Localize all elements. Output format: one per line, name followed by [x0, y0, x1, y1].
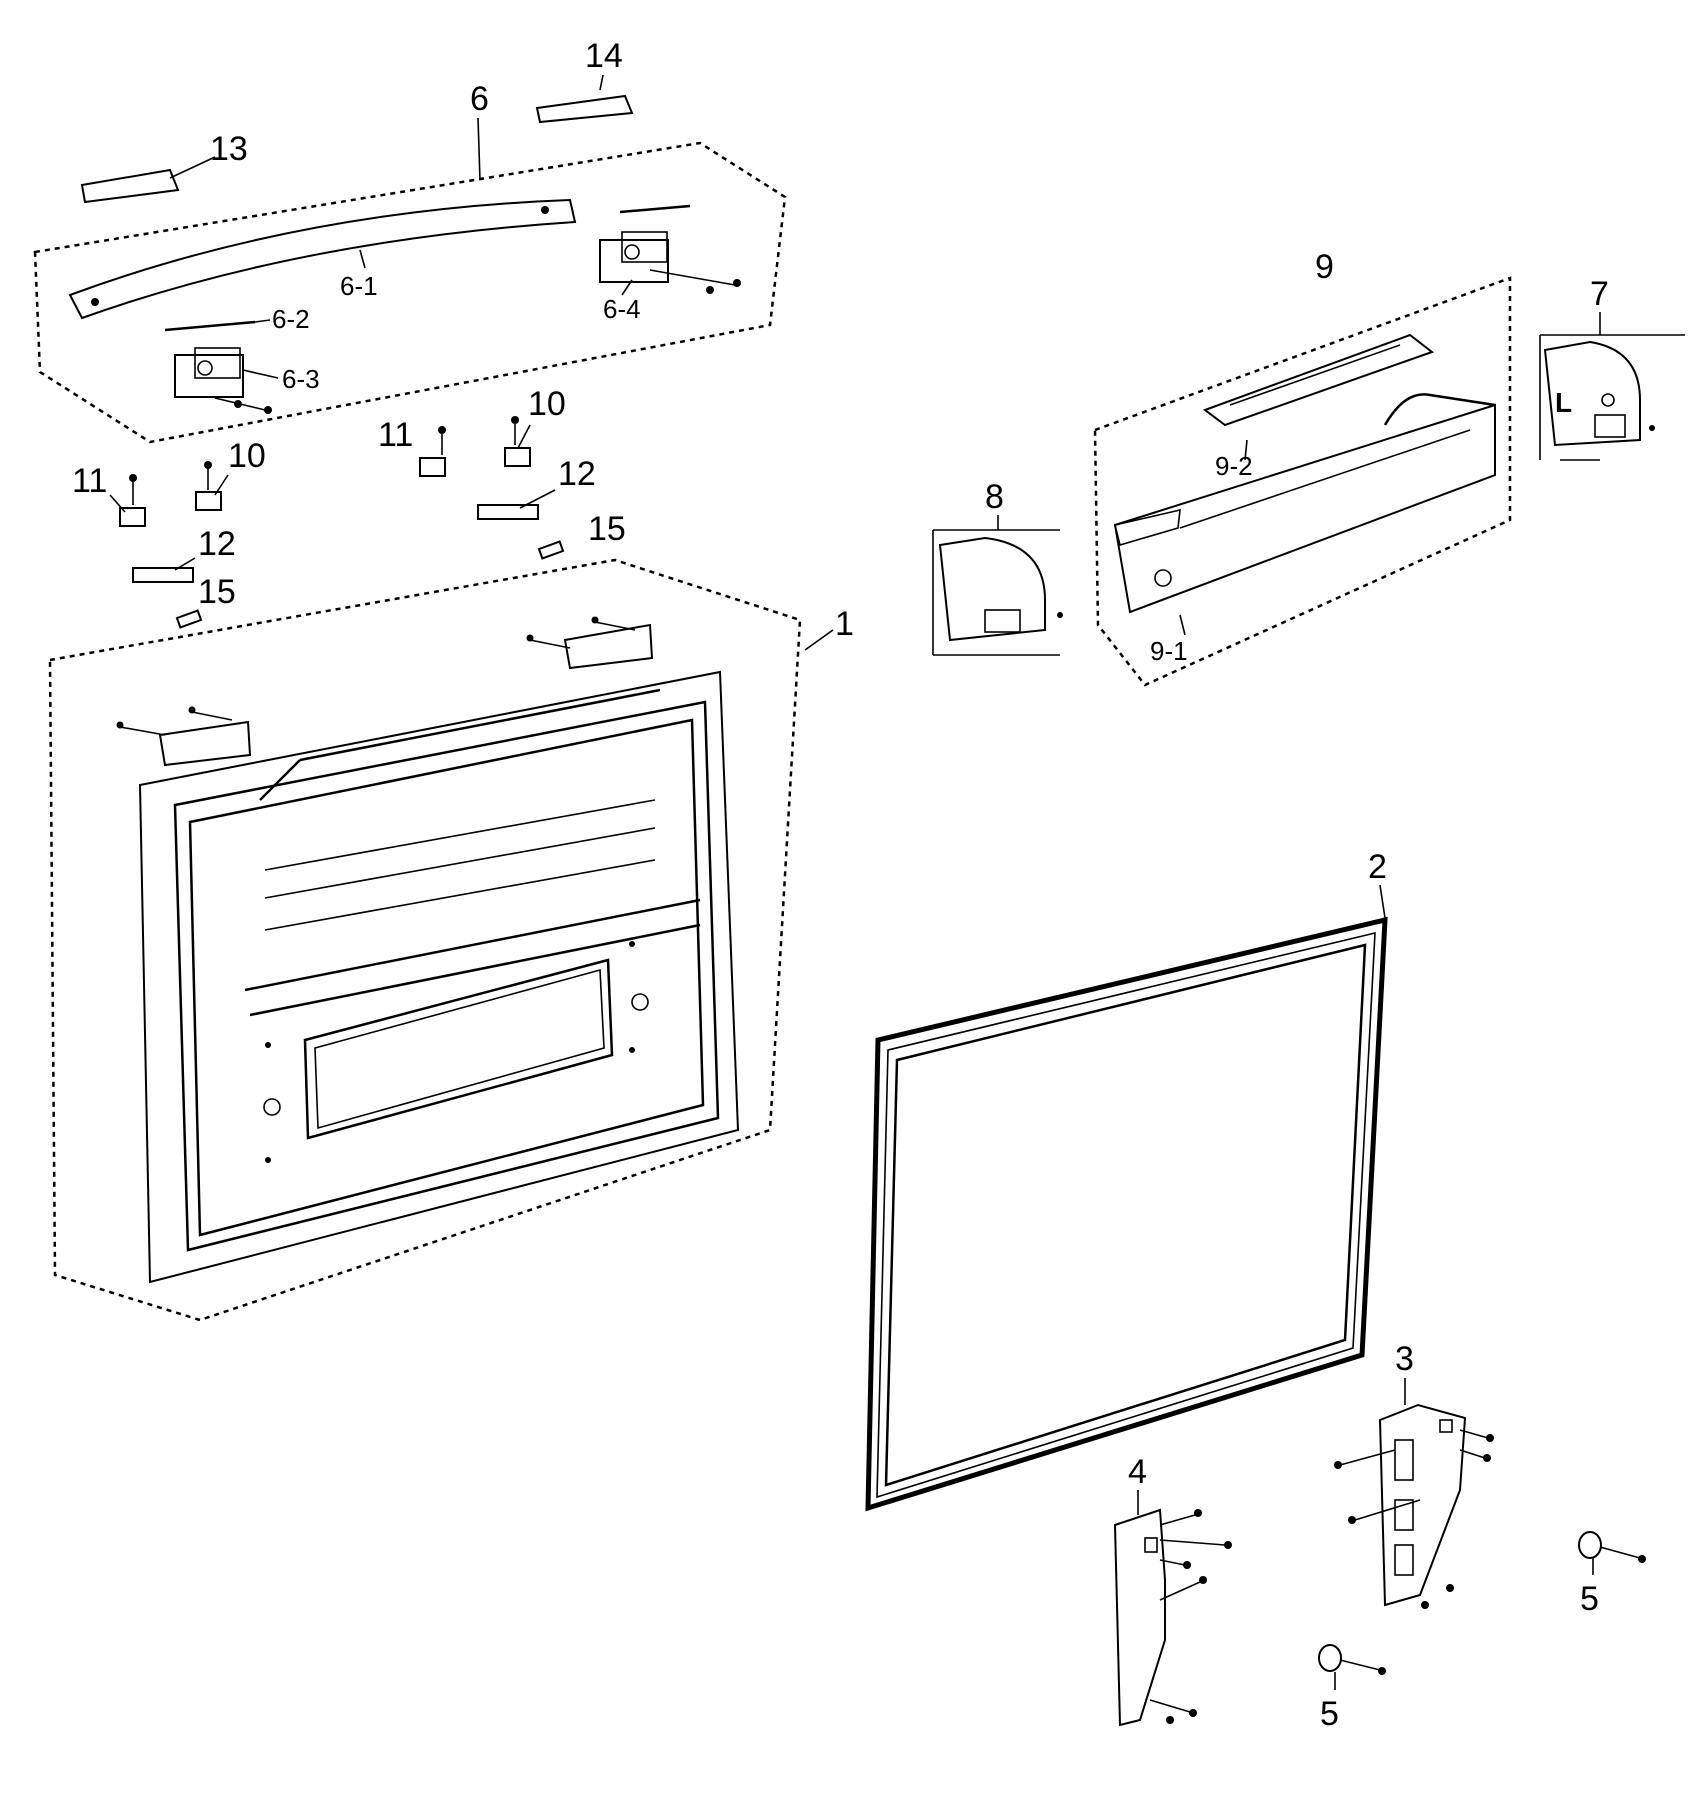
cap-mark-L: L	[1555, 387, 1572, 418]
hinge-left	[174, 347, 272, 414]
label-15-left: 15	[198, 573, 236, 611]
label-12-right: 12	[558, 455, 596, 493]
label-9: 9	[1315, 248, 1334, 286]
hinge-cover-right: 14	[535, 37, 634, 124]
label-8: 8	[985, 478, 1004, 516]
door-bracket-right	[526, 616, 654, 670]
label-11-right: 11	[378, 416, 413, 454]
label-6-1: 6-1	[340, 271, 378, 301]
door-panel	[138, 670, 740, 1284]
bin-cap-right: 8	[932, 478, 1063, 656]
hinge-cap-right: 5	[1578, 1531, 1646, 1618]
label-5-left: 5	[1320, 1695, 1339, 1733]
label-15-right: 15	[588, 510, 626, 548]
label-11-left: 11	[72, 462, 107, 500]
door-bin-group: 9 9-2 9-1	[1093, 248, 1512, 687]
label-5-right: 5	[1580, 1580, 1599, 1618]
hinge-bar	[68, 198, 577, 320]
bracket-left: 4	[1113, 1453, 1232, 1727]
label-6-2: 6-2	[272, 304, 310, 334]
hinge-cap-left: 5	[1318, 1644, 1386, 1733]
door-assembly-group: 1	[48, 558, 854, 1322]
hinge-cover-left: 13	[80, 130, 248, 204]
door-gasket: 2	[865, 848, 1388, 1512]
door-bin	[1113, 393, 1496, 614]
hinge-pin-right	[619, 204, 691, 214]
label-9-1: 9-1	[1150, 636, 1188, 666]
label-6-4: 6-4	[603, 294, 641, 324]
bin-divider	[1202, 333, 1435, 427]
label-3: 3	[1395, 1340, 1414, 1378]
label-4: 4	[1128, 1453, 1147, 1491]
label-12-left: 12	[198, 525, 236, 563]
label-14: 14	[585, 37, 623, 75]
label-6-3: 6-3	[282, 364, 320, 394]
hinge-pin-left	[164, 320, 256, 332]
bin-cap-left: 7 L	[1539, 275, 1685, 461]
small-parts-left: 11 10 12 15	[72, 437, 266, 629]
label-9-2: 9-2	[1215, 451, 1253, 481]
label-6: 6	[470, 80, 489, 118]
label-2: 2	[1368, 848, 1387, 886]
label-7: 7	[1590, 275, 1609, 313]
door-bracket-left	[116, 706, 252, 767]
small-parts-right: 11 10 12 15	[378, 385, 626, 560]
label-10-right: 10	[528, 385, 566, 423]
label-1: 1	[835, 605, 854, 643]
hinge-right	[599, 231, 741, 294]
label-13: 13	[210, 130, 248, 168]
hinge-assembly-group: 6 6-1 6-2 6-3 6-4	[33, 80, 787, 444]
label-10-left: 10	[228, 437, 266, 475]
bracket-right: 3	[1334, 1340, 1494, 1609]
